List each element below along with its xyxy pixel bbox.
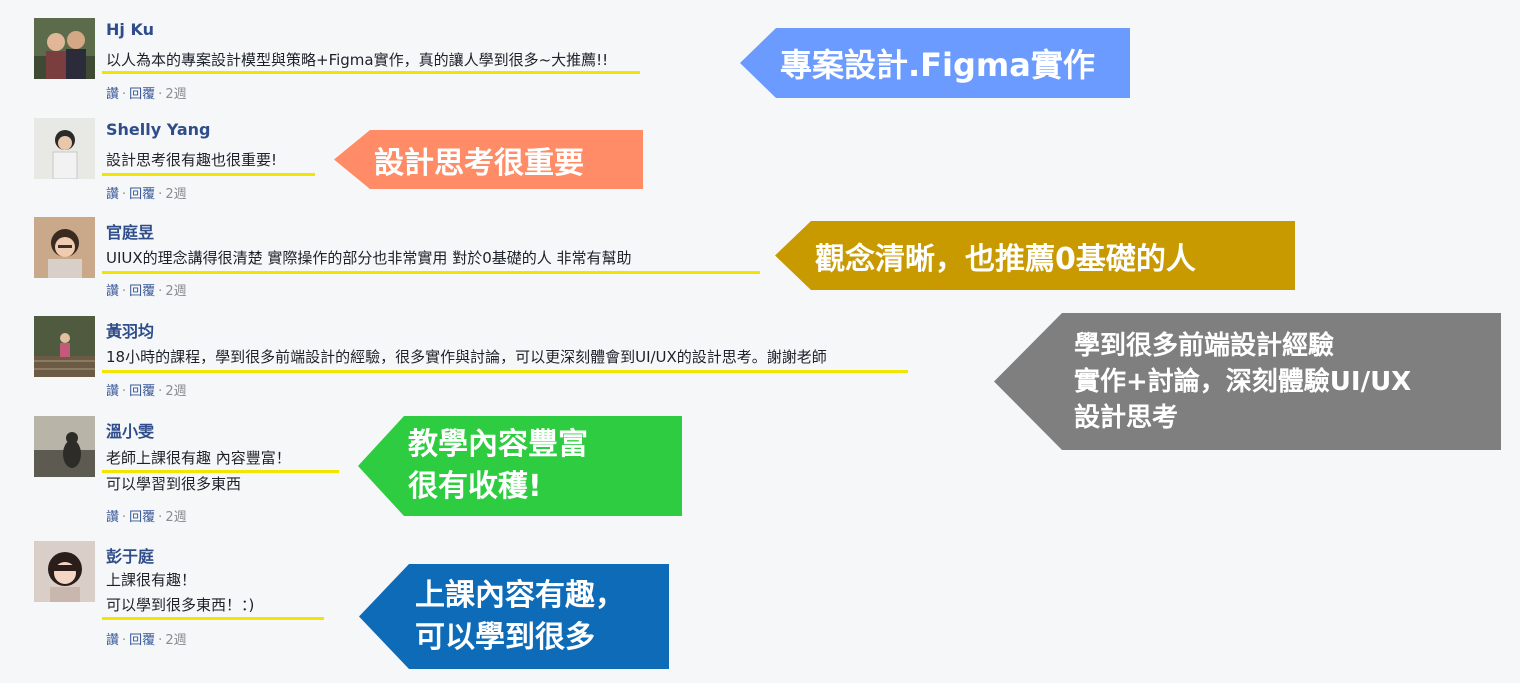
like-link[interactable]: 讚: [106, 633, 120, 648]
like-link[interactable]: 讚: [106, 87, 120, 102]
highlight-underline: [102, 470, 339, 473]
comment-actions: 讚·回覆·2週: [106, 284, 187, 299]
comment-actions: 讚·回覆·2週: [106, 87, 187, 102]
timestamp: 2週: [165, 510, 187, 525]
highlight-underline: [102, 71, 640, 74]
avatar[interactable]: [34, 217, 95, 278]
commenter-name[interactable]: 官庭昱: [106, 223, 155, 242]
timestamp: 2週: [165, 284, 187, 299]
comment-text: 上課很有趣！: [106, 571, 197, 589]
comment-actions: 讚·回覆·2週: [106, 187, 187, 202]
comment-actions: 讚·回覆·2週: [106, 633, 187, 648]
highlight-underline: [102, 271, 760, 274]
commenter-name[interactable]: 溫小雯: [106, 422, 155, 441]
avatar[interactable]: [34, 118, 95, 179]
like-link[interactable]: 讚: [106, 510, 120, 525]
comment-text: 18小時的課程，學到很多前端設計的經驗，很多實作與討論，可以更深刻體會到UI/U…: [106, 348, 827, 366]
commenter-name[interactable]: 彭于庭: [106, 547, 155, 566]
callout-arrow: 設計思考很重要: [334, 130, 643, 189]
comment-text: 可以學習到很多東西: [106, 475, 242, 493]
callout-arrow: 專案設計.Figma實作: [740, 28, 1130, 98]
avatar[interactable]: [34, 18, 95, 79]
callout-arrow: 上課內容有趣， 可以學到很多: [359, 564, 669, 669]
like-link[interactable]: 讚: [106, 187, 120, 202]
reply-link[interactable]: 回覆: [129, 384, 156, 399]
callout-arrow: 觀念清晰，也推薦0基礎的人: [775, 221, 1295, 290]
reply-link[interactable]: 回覆: [129, 633, 156, 648]
callout-arrow: 教學內容豐富 很有收穫!: [358, 416, 682, 516]
highlight-underline: [102, 617, 324, 620]
timestamp: 2週: [165, 384, 187, 399]
comment-text: 老師上課很有趣 內容豐富！: [106, 449, 291, 467]
timestamp: 2週: [165, 187, 187, 202]
comment-actions: 讚·回覆·2週: [106, 510, 187, 525]
reply-link[interactable]: 回覆: [129, 87, 156, 102]
highlight-underline: [102, 370, 908, 373]
commenter-name[interactable]: 黃羽均: [106, 322, 155, 341]
timestamp: 2週: [165, 633, 187, 648]
timestamp: 2週: [165, 87, 187, 102]
commenter-name[interactable]: Shelly Yang: [106, 120, 211, 139]
reply-link[interactable]: 回覆: [129, 510, 156, 525]
avatar[interactable]: [34, 316, 95, 377]
comment-text: 設計思考很有趣也很重要!: [106, 151, 278, 169]
comment-text: 可以學到很多東西！：): [106, 596, 255, 614]
reply-link[interactable]: 回覆: [129, 187, 156, 202]
comment-text: UIUX的理念講得很清楚 實際操作的部分也非常實用 對於0基礎的人 非常有幫助: [106, 249, 632, 267]
like-link[interactable]: 讚: [106, 284, 120, 299]
callout-arrow: 學到很多前端設計經驗 實作+討論，深刻體驗UI/UX 設計思考: [994, 313, 1501, 450]
reply-link[interactable]: 回覆: [129, 284, 156, 299]
comment-actions: 讚·回覆·2週: [106, 384, 187, 399]
like-link[interactable]: 讚: [106, 384, 120, 399]
highlight-underline: [102, 173, 315, 176]
comment-text: 以人為本的專案設計模型與策略+Figma實作，真的讓人學到很多~大推薦!!: [106, 51, 609, 69]
avatar[interactable]: [34, 541, 95, 602]
avatar[interactable]: [34, 416, 95, 477]
commenter-name[interactable]: Hj Ku: [106, 20, 154, 39]
